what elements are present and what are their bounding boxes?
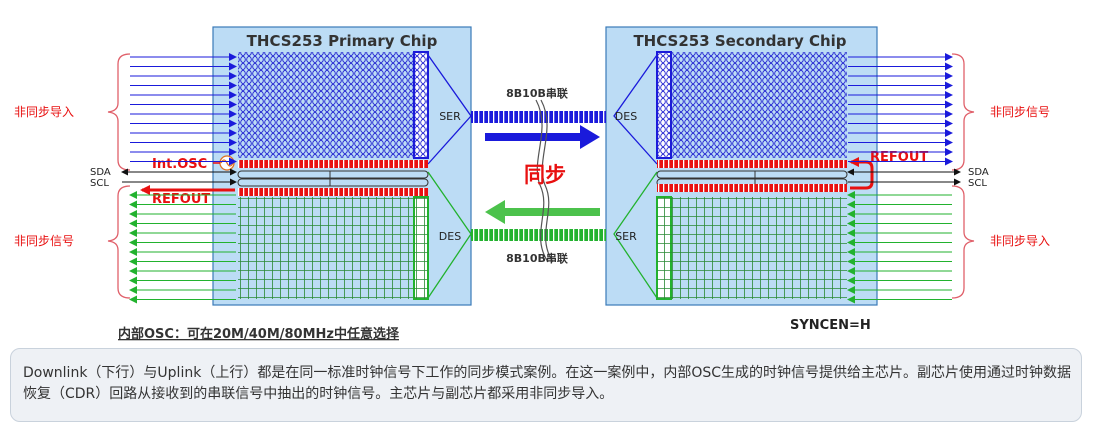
secondary-ser-label: SER [615,230,637,243]
primary-red-bus-bottom [238,188,428,196]
right-signals: 非同步信号 非同步导入 SDA SCL [847,53,1050,304]
left-input-arrows [130,53,237,166]
serial-link: 8B10B串联 8B10B串联 同步 [471,86,606,265]
primary-red-bus-top [238,160,428,168]
uplink-serial-bus [471,229,606,241]
syncen-label: SYNCEN=H [790,318,871,333]
right-top-brace [951,53,975,171]
secondary-red-bus-bottom [657,184,847,192]
description-text: Downlink（下行）与Uplink（上行）都是在同一标准时钟信号下工作的同步… [23,365,1071,402]
secondary-chip: THCS253 Secondary Chip DES SER REF [605,26,928,306]
uplink-label: 8B10B串联 [506,251,568,265]
primary-chip-title: THCS253 Primary Chip [247,32,438,50]
right-bottom-brace [951,185,975,299]
right-sda-label: SDA [968,167,989,178]
downlink-label: 8B10B串联 [506,86,568,100]
left-signals: 非同步导入 非同步信号 SDA SCL [14,53,237,304]
secondary-ser-block [613,171,658,299]
osc-frequency-note: 内部OSC：可在20M/40M/80MHz中任意选择 [118,326,400,342]
right-top-group-label: 非同步信号 [990,105,1050,119]
link-break-mark [535,99,549,263]
left-bottom-brace [107,185,131,299]
left-top-brace [107,53,131,171]
secondary-refout-loop [849,157,874,190]
primary-chip: THCS253 Primary Chip SER DES [140,26,472,306]
description-box: Downlink（下行）与Uplink（上行）都是在同一标准时钟信号下工作的同步… [10,348,1082,422]
secondary-des-block [613,54,658,165]
right-output-arrows [848,53,953,166]
primary-ser-label: SER [439,110,461,123]
left-sda-label: SDA [90,167,111,178]
left-top-group-label: 非同步导入 [14,105,74,119]
left-bottom-group-label: 非同步信号 [14,234,74,248]
left-output-arrows [129,191,236,304]
sync-mode-diagram: THCS253 Primary Chip SER DES [14,26,1050,342]
left-scl-label: SCL [90,178,109,189]
primary-des-label: DES [439,230,461,243]
primary-refout-label: REFOUT [152,192,210,207]
uplink-arrow [485,200,600,224]
downlink-arrow [485,125,600,149]
sync-label: 同步 [524,163,566,187]
secondary-output-register [656,51,847,159]
secondary-red-bus-top [657,160,847,168]
secondary-chip-title: THCS253 Secondary Chip [633,32,846,50]
right-bottom-group-label: 非同步导入 [990,234,1050,248]
int-osc-label: Int.OSC [152,157,207,172]
right-scl-label: SCL [968,178,987,189]
secondary-des-label: DES [615,110,637,123]
secondary-input-register [656,196,847,300]
right-input-arrows [847,191,952,304]
downlink-serial-bus [471,111,606,123]
primary-output-register [238,196,429,300]
primary-i2c-bus [237,170,429,187]
oscillator-icon [219,155,235,171]
primary-input-register [238,51,429,159]
